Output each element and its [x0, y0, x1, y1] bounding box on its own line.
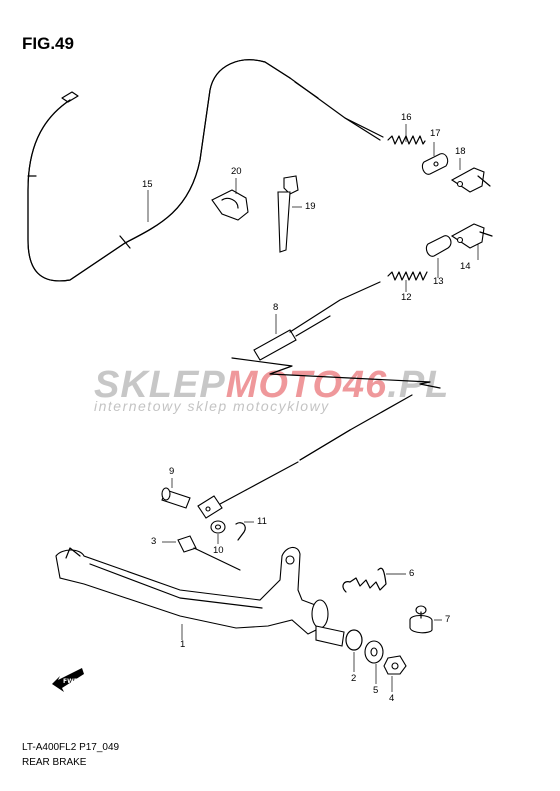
- callout-3: 3: [151, 536, 157, 547]
- callout-14: 14: [460, 261, 471, 272]
- watermark-brand-part1: SKLEP: [94, 364, 226, 406]
- callout-6: 6: [409, 568, 415, 579]
- callout-8: 8: [273, 302, 279, 313]
- callout-15: 15: [142, 179, 153, 190]
- callout-4: 4: [389, 693, 395, 704]
- figure-title: FIG.49: [22, 34, 74, 53]
- callout-9: 9: [169, 466, 175, 477]
- part-8-cable: [197, 281, 441, 519]
- callout-2: 2: [351, 673, 357, 684]
- part-1-brake-pedal: [55, 546, 345, 647]
- callout-18: 18: [455, 146, 466, 157]
- part-2-circlip: [345, 629, 363, 651]
- callout-20: 20: [231, 166, 242, 177]
- watermark-tagline: internetowy sklep motocyklowy: [94, 398, 330, 414]
- callout-17: 17: [430, 128, 441, 139]
- callout-12: 12: [401, 292, 412, 303]
- part-9-pin: [161, 487, 191, 509]
- callout-7: 7: [445, 614, 451, 625]
- model-code: LT-A400FL2 P17_049: [22, 742, 120, 753]
- part-18-clevis: [450, 167, 491, 193]
- callout-13: 13: [433, 276, 444, 287]
- section-title: REAR BRAKE: [22, 757, 87, 768]
- watermark-brand-part3: .PL: [387, 364, 450, 406]
- part-15-cable: [27, 59, 384, 282]
- callout-5: 5: [373, 685, 379, 696]
- watermark-brand-part2: MOTO46: [225, 364, 388, 406]
- callout-16: 16: [401, 112, 412, 123]
- part-13-joint: [425, 235, 452, 257]
- watermark-brand: SKLEPMOTO46.PL: [94, 364, 449, 407]
- callout-11: 11: [257, 516, 267, 527]
- part-10-washer: [210, 520, 226, 534]
- part-5-washer: [364, 640, 384, 664]
- callout-10: 10: [213, 545, 224, 556]
- part-16-spring: [387, 135, 426, 145]
- part-7-stopper: [409, 605, 433, 634]
- callout-leaders: [147, 124, 479, 692]
- callout-1: 1: [180, 639, 186, 650]
- callout-19: 19: [305, 201, 316, 212]
- part-12-spring: [387, 271, 428, 281]
- fwd-direction-icon: FWD: [52, 668, 84, 692]
- part-20-clamp: [211, 189, 249, 221]
- part-14-clevis: [450, 223, 493, 249]
- part-17-joint: [421, 153, 449, 175]
- part-3-bolt: [177, 535, 241, 571]
- part-4-nut: [383, 655, 407, 675]
- part-11-cotter-pin: [235, 522, 246, 541]
- part-6-spring: [342, 567, 387, 593]
- fwd-badge-label: FWD: [63, 678, 79, 685]
- part-19-cable-tie: [277, 175, 299, 253]
